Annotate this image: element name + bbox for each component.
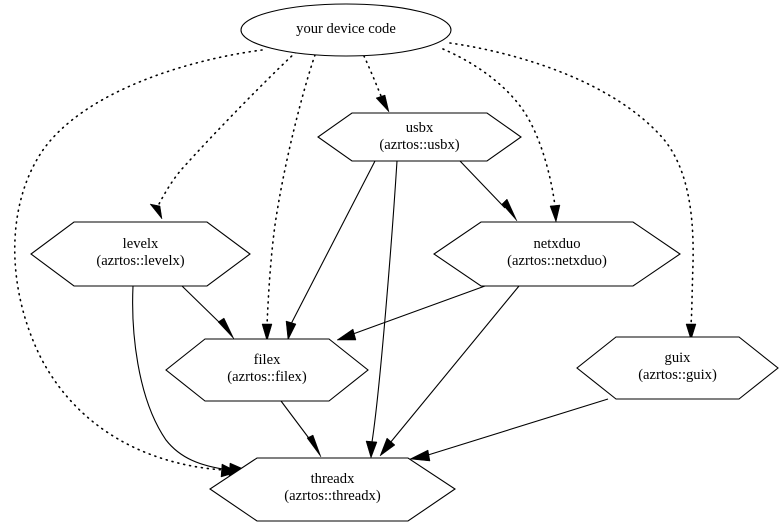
edge-device-code-to-guix — [449, 42, 697, 341]
edge-filex-to-threadx — [280, 400, 322, 458]
edge-path — [352, 285, 486, 335]
arrow-head — [409, 449, 431, 462]
arrow-head — [306, 434, 322, 458]
node-levelx-shape[interactable] — [30, 221, 251, 287]
node-netxduo-shape[interactable] — [433, 221, 681, 287]
edge-guix-to-threadx — [409, 398, 609, 462]
edge-path — [442, 48, 556, 207]
edge-path — [132, 285, 230, 471]
arrow-head — [375, 94, 390, 113]
arrow-head — [336, 328, 357, 341]
edge-netxduo-to-threadx — [379, 285, 520, 457]
arrow-head — [549, 204, 561, 223]
node-guix-shape[interactable] — [576, 336, 779, 400]
edge-device-code-to-usbx — [363, 55, 390, 113]
edge-usbx-to-netxduo — [459, 160, 518, 222]
edge-path — [290, 160, 376, 325]
arrow-head — [217, 317, 235, 340]
edge-path — [280, 400, 312, 442]
edge-path — [459, 160, 506, 209]
arrow-head — [379, 437, 396, 457]
edge-device-code-to-netxduo — [442, 48, 561, 223]
node-device-code-shape[interactable] — [240, 3, 452, 57]
edge-usbx-to-threadx — [365, 160, 398, 459]
arrow-head — [149, 203, 163, 220]
edge-device-code-to-filex — [261, 54, 316, 342]
edge-path — [363, 55, 382, 97]
edge-device-code-to-levelx — [149, 51, 297, 220]
node-usbx-shape[interactable] — [317, 112, 522, 162]
edge-path — [371, 160, 398, 443]
edge-path — [181, 285, 223, 326]
edge-levelx-to-filex — [181, 285, 235, 340]
arrow-head — [501, 198, 518, 222]
edge-path — [156, 51, 297, 209]
edge-path — [13, 49, 263, 471]
edge-path — [266, 54, 316, 326]
node-threadx-shape[interactable] — [209, 457, 456, 522]
edge-group-solid — [132, 160, 609, 477]
node-filex-shape[interactable] — [165, 338, 369, 402]
arrow-head — [261, 323, 273, 342]
edge-path — [389, 285, 520, 444]
arrow-head — [685, 323, 697, 341]
arrow-head — [285, 320, 297, 341]
edge-netxduo-to-filex — [336, 285, 486, 341]
edge-usbx-to-filex — [285, 160, 376, 341]
node-group — [30, 3, 779, 522]
arrow-head — [365, 440, 378, 459]
edge-group-dotted — [13, 42, 697, 478]
edge-path — [427, 398, 609, 456]
